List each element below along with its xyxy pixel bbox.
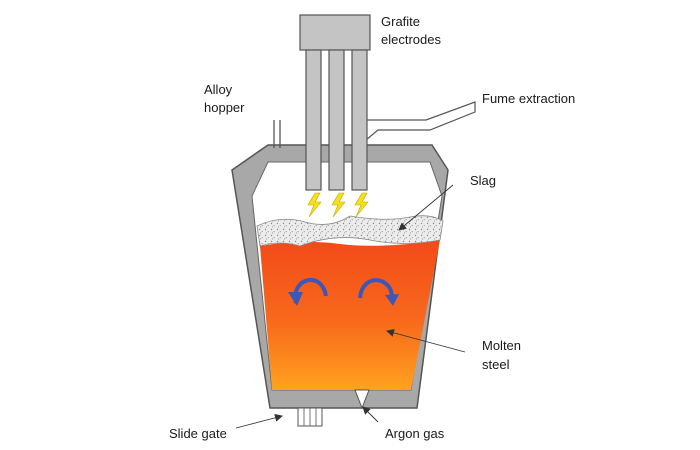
circulation-arrows: [288, 278, 399, 306]
electrode-clamp: [299, 14, 371, 51]
label-fume: Fume extraction: [482, 91, 575, 106]
alloy-hopper-tube: [273, 120, 281, 148]
bottom-fittings: [297, 389, 370, 427]
slide-gate-leader: [235, 413, 283, 429]
label-argon: Argon gas: [385, 426, 445, 441]
label-electrodes-1: Grafite: [381, 14, 420, 29]
electrode: [305, 49, 322, 191]
lightning-icon: [354, 192, 369, 218]
flow-arrow-icon: [358, 278, 395, 301]
label-molten-1: Molten: [482, 338, 521, 353]
label-alloy-2: hopper: [204, 100, 245, 115]
arc-sparks: [307, 192, 369, 218]
fume-extraction-duct: [359, 101, 476, 147]
label-molten-2: steel: [482, 357, 510, 372]
argon-porous-plug: [354, 389, 370, 410]
flow-arrow-head: [288, 292, 303, 306]
slag-leader: [398, 184, 454, 231]
graphite-electrodes: [299, 14, 371, 191]
lightning-icon: [331, 192, 346, 218]
flow-arrow-head: [385, 294, 399, 306]
leader-lines: [235, 184, 466, 429]
label-slide-gate: Slide gate: [169, 426, 227, 441]
lightning-icon: [307, 192, 322, 218]
label-alloy-1: Alloy: [204, 82, 233, 97]
molten-leader: [386, 328, 466, 353]
labels: Grafite electrodes Alloy hopper Fume ext…: [169, 14, 575, 441]
electrode: [351, 49, 368, 191]
electrode: [328, 49, 345, 191]
slag-layer: [256, 215, 444, 247]
argon-leader: [362, 406, 379, 423]
label-slag: Slag: [470, 173, 496, 188]
label-electrodes-2: electrodes: [381, 32, 441, 47]
molten-steel-bath: [260, 240, 440, 390]
